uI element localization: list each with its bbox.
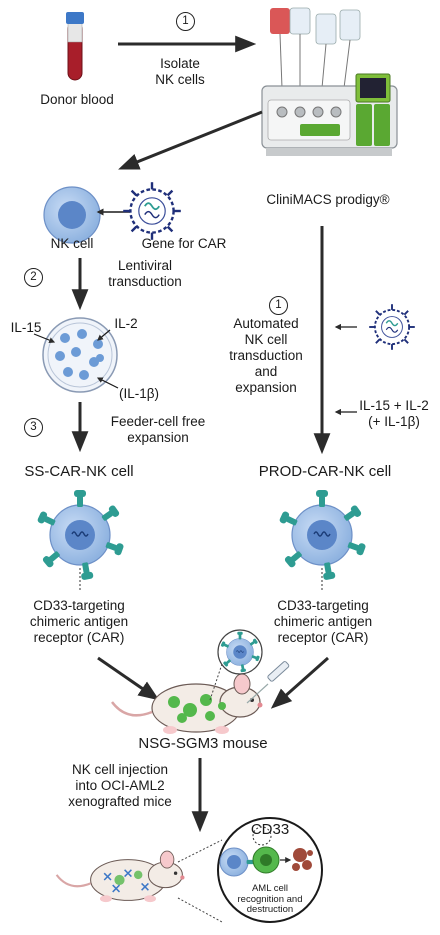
aml-cell-icon xyxy=(252,846,280,874)
feeder-free-label: Feeder-cell free expansion xyxy=(98,414,218,446)
car-left-line3: receptor (CAR) xyxy=(33,630,125,645)
prod-car-nk-label: PROD-CAR-NK cell xyxy=(258,463,392,480)
injection-label: NK cell injection into OCI-AML2 xenograf… xyxy=(50,762,190,810)
clinimacs-device-icon xyxy=(261,7,398,156)
nk-cell-label: NK cell xyxy=(50,236,94,251)
car-left-line2: chimeric antigen xyxy=(29,614,129,629)
il1b-label: (IL-1β) xyxy=(118,386,160,401)
blood-tube-icon xyxy=(66,12,84,81)
lentivirus-icon xyxy=(121,180,183,242)
device-label: CliniMACS prodigy® xyxy=(266,192,390,207)
car-right-line1: CD33-targeting xyxy=(277,598,369,613)
automated-line4: and xyxy=(254,364,278,379)
aml-line2: recognition and xyxy=(237,893,303,905)
automated-label: Automated NK cell transduction and expan… xyxy=(220,316,312,396)
prod-car-nk-cell-icon xyxy=(279,490,367,580)
automated-line2: NK cell xyxy=(244,332,288,347)
syringe-icon xyxy=(246,661,290,704)
car-right-label: CD33-targeting chimeric antigen receptor… xyxy=(248,598,398,646)
aml-line3: destruction xyxy=(246,904,294,915)
step-number-1: 1 xyxy=(176,12,195,31)
feeder-line2: expansion xyxy=(127,430,189,445)
car-left-line1: CD33-targeting xyxy=(33,598,125,613)
il2-label: IL-2 xyxy=(114,316,138,331)
cytokines-label: IL-15 + IL-2 (+ IL-1β) xyxy=(350,398,438,430)
cytokines-line1: IL-15 + IL-2 xyxy=(359,398,429,413)
donor-blood-label: Donor blood xyxy=(40,92,114,107)
feeder-line1: Feeder-cell free xyxy=(110,414,206,429)
injection-line1: NK cell injection xyxy=(71,762,169,777)
isolate-label: Isolate NK cells xyxy=(128,56,232,88)
car-left-label: CD33-targeting chimeric antigen receptor… xyxy=(4,598,154,646)
cd33-label: CD33 xyxy=(250,821,290,838)
step-number-automated: 1 xyxy=(269,296,288,315)
automated-line1: Automated xyxy=(233,316,299,331)
lentiviral-label: Lentiviral transduction xyxy=(100,258,190,290)
cytokines-line2: (+ IL-1β) xyxy=(368,414,420,429)
lentivirus-small-icon xyxy=(368,303,416,351)
il15-label: IL-15 xyxy=(10,320,42,335)
lentiviral-line2: transduction xyxy=(108,274,182,289)
treated-mouse-icon xyxy=(55,850,186,904)
lentiviral-line1: Lentiviral xyxy=(117,258,173,273)
aml-line1: AML cell xyxy=(251,883,289,894)
mouse-with-tumors-icon xyxy=(110,672,264,736)
aml-recognition-zoom xyxy=(217,817,323,923)
car-right-line3: receptor (CAR) xyxy=(277,630,369,645)
ss-car-nk-label: SS-CAR-NK cell xyxy=(24,463,134,480)
gene-for-car-label: Gene for CAR xyxy=(141,236,227,251)
step-number-3: 3 xyxy=(24,418,43,437)
mouse-label: NSG-SGM3 mouse xyxy=(138,735,268,752)
aml-destruction-label: AML cell recognition and destruction xyxy=(226,883,314,916)
ss-car-nk-cell-icon xyxy=(37,490,125,580)
nk-cell-icon xyxy=(43,186,101,244)
step-number-2: 2 xyxy=(24,268,43,287)
automated-line5: expansion xyxy=(235,380,297,395)
automated-line3: transduction xyxy=(229,348,303,363)
culture-dish-icon xyxy=(42,317,118,393)
isolate-line2: NK cells xyxy=(155,72,205,87)
isolate-line1: Isolate xyxy=(160,56,200,71)
injection-line2: into OCI-AML2 xyxy=(75,778,165,793)
car-right-line2: chimeric antigen xyxy=(273,614,373,629)
injection-line3: xenografted mice xyxy=(68,794,172,809)
